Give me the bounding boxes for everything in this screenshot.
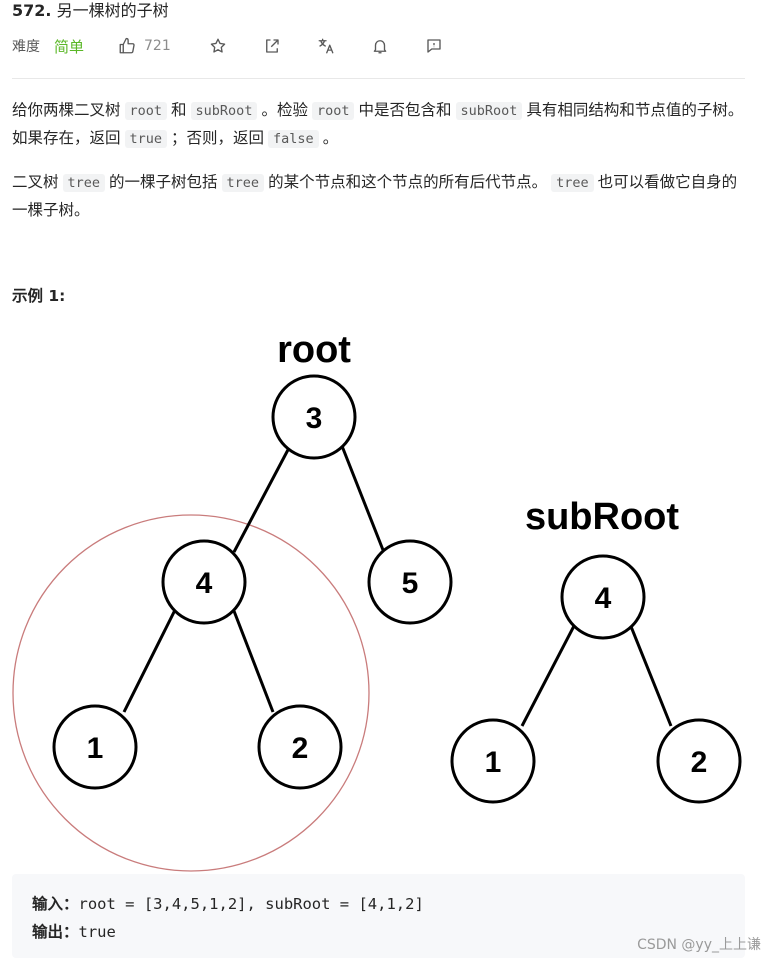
text: 也可以看做它自身的一棵子树。 — [12, 173, 738, 219]
example-tree-figure: root subRoot 3 4 5 1 2 4 1 2 — [12, 329, 742, 872]
tree-node-1: 1 — [52, 704, 138, 790]
code-root: root — [311, 102, 355, 120]
text: ；否则，返回 — [171, 129, 265, 147]
subtree-node-4: 4 — [560, 554, 646, 640]
code-false: false — [268, 130, 319, 148]
problem-title: 572. 另一棵树的子树 — [12, 0, 169, 22]
example-io-block: 输入：root = [3,4,5,1,2], subRoot = [4,1,2]… — [12, 874, 745, 958]
node-value: 2 — [292, 732, 309, 765]
tree-node-3: 3 — [271, 374, 357, 460]
edge — [520, 623, 577, 727]
node-value: 4 — [595, 582, 612, 615]
text: 二叉树 — [12, 173, 59, 191]
code-root: root — [124, 102, 168, 120]
problem-name: 另一棵树的子树 — [56, 1, 169, 20]
tree-node-2: 2 — [257, 704, 343, 790]
problem-meta-bar: 难度 简单 721 — [12, 34, 443, 58]
subtree-node-1: 1 — [450, 718, 536, 804]
text: 中是否包含和 — [358, 101, 452, 119]
difficulty-badge: 简单 — [54, 37, 85, 56]
notify-button[interactable] — [371, 37, 389, 55]
favorite-button[interactable] — [209, 37, 227, 55]
like-button[interactable]: 721 — [118, 37, 171, 55]
example-input: 输入：root = [3,4,5,1,2], subRoot = [4,1,2] — [32, 892, 424, 914]
root-label: root — [277, 329, 351, 371]
example-title: 示例 1: — [12, 287, 66, 305]
tree-node-4: 4 — [161, 539, 247, 625]
text: 和 — [171, 101, 187, 119]
edge — [340, 445, 385, 551]
node-value: 5 — [402, 567, 419, 600]
bell-icon — [373, 40, 387, 54]
node-value: 1 — [485, 746, 502, 779]
text: 具有相同结构和节点值的子树。如果存在，返回 — [12, 101, 744, 147]
watermark: CSDN @yy_上上谦 — [637, 937, 761, 953]
output-label: 输出： — [32, 923, 79, 941]
star-icon — [210, 38, 226, 53]
example-output: 输出：true — [32, 920, 116, 942]
text: 给你两棵二叉树 — [12, 101, 121, 119]
subtree-highlight-circle — [12, 514, 370, 872]
problem-number: 572. — [12, 1, 52, 20]
node-value: 2 — [691, 746, 708, 779]
code-subroot: subRoot — [190, 102, 258, 120]
edge — [122, 607, 178, 713]
difficulty-label: 难度 — [12, 39, 40, 55]
output-value: true — [78, 923, 116, 941]
code-tree: tree — [551, 174, 594, 192]
input-label: 输入： — [32, 895, 79, 913]
tree-node-5: 5 — [367, 539, 453, 625]
translate-button[interactable] — [317, 37, 335, 55]
node-value: 1 — [87, 732, 104, 765]
subtree-node-2: 2 — [656, 718, 742, 804]
node-value: 3 — [306, 402, 323, 435]
text: 的一棵子树包括 — [109, 173, 218, 191]
feedback-button[interactable] — [425, 37, 443, 55]
code-tree: tree — [221, 174, 265, 192]
edge — [628, 623, 673, 727]
text: 的某个节点和这个节点的所有后代节点。 — [268, 173, 548, 191]
node-value: 4 — [196, 567, 213, 600]
code-true: true — [124, 130, 168, 148]
code-subroot: subRoot — [455, 102, 523, 120]
code-tree: tree — [62, 174, 106, 192]
comment-icon — [427, 39, 441, 53]
share-button[interactable] — [263, 37, 281, 55]
text: 。检验 — [261, 101, 308, 119]
translate-icon — [318, 38, 334, 54]
input-value: root = [3,4,5,1,2], subRoot = [4,1,2] — [78, 895, 424, 913]
share-icon — [265, 39, 279, 53]
thumbs-up-icon — [119, 37, 135, 54]
text: 。 — [322, 129, 339, 147]
subroot-label: subRoot — [525, 496, 679, 538]
header-divider — [12, 78, 745, 79]
edge — [232, 610, 275, 713]
edge — [232, 445, 292, 553]
like-count: 721 — [144, 38, 171, 54]
